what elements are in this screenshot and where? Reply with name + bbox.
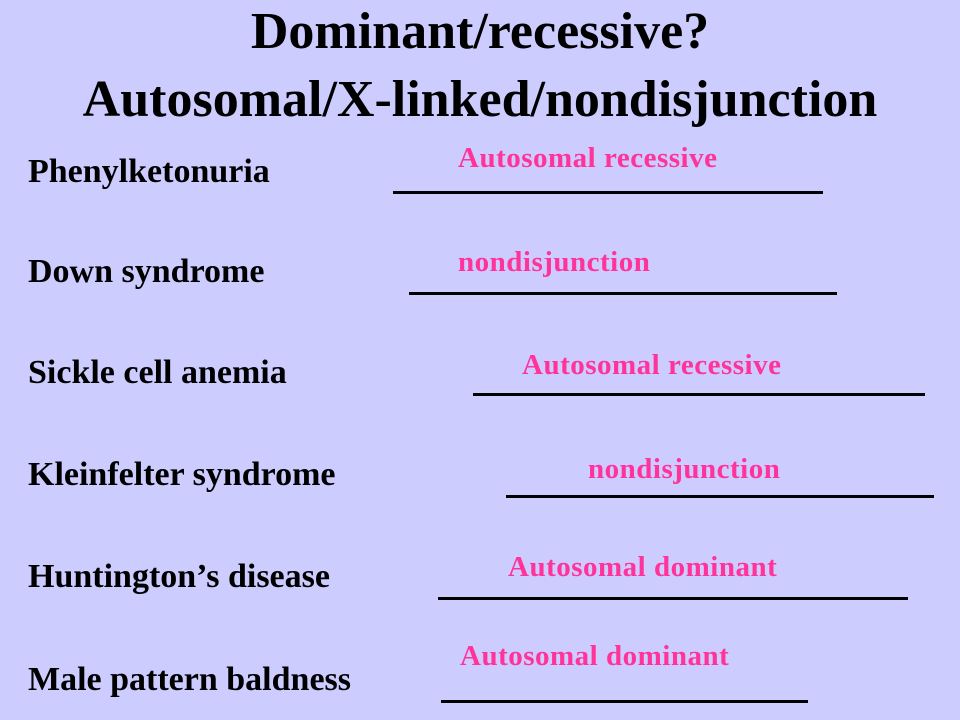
slide-title-line-1: Dominant/recessive? — [250, 3, 710, 60]
answer-text: Autosomal recessive — [458, 142, 718, 174]
answer-blank — [506, 495, 934, 498]
slide-title-line-2: Autosomal/X-linked/nondisjunction — [82, 71, 878, 128]
list-item: Kleinfelter syndrome nondisjunction — [0, 415, 960, 498]
answer-text: Autosomal recessive — [522, 349, 782, 381]
list-item: Male pattern baldness Autosomal dominant — [0, 620, 960, 703]
disorder-label: Huntington’s disease — [28, 558, 330, 595]
answer-blank — [438, 597, 908, 600]
answer-blank — [393, 191, 823, 194]
answer-text: nondisjunction — [458, 246, 651, 278]
disorder-label: Phenylketonuria — [28, 153, 270, 190]
answer-text: nondisjunction — [588, 453, 781, 485]
list-item: Huntington’s disease Autosomal dominant — [0, 517, 960, 600]
answer-blank — [409, 292, 837, 295]
answer-blank — [473, 393, 925, 396]
answer-text: Autosomal dominant — [508, 551, 778, 583]
disorder-label: Sickle cell anemia — [28, 354, 287, 391]
disorder-label: Male pattern baldness — [28, 661, 351, 698]
answer-text: Autosomal dominant — [460, 640, 730, 672]
disorder-label: Down syndrome — [28, 253, 265, 290]
answer-blank — [441, 700, 808, 703]
disorder-label: Kleinfelter syndrome — [28, 456, 336, 493]
list-item: Phenylketonuria Autosomal recessive — [0, 112, 960, 194]
list-item: Down syndrome nondisjunction — [0, 212, 960, 295]
list-item: Sickle cell anemia Autosomal recessive — [0, 313, 960, 396]
